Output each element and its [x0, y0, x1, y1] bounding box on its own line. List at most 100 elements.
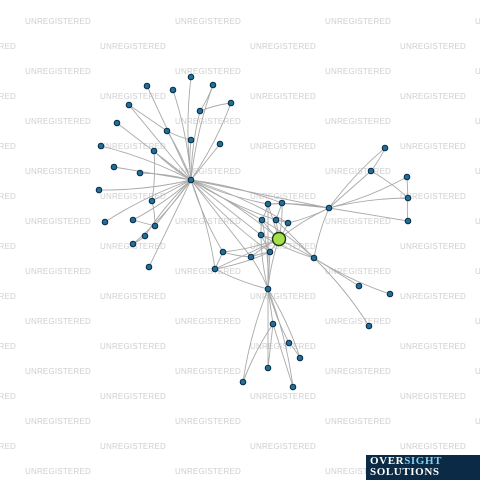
graph-node[interactable] [143, 82, 151, 90]
watermark-text: UNREGISTERED [175, 117, 241, 126]
watermark-text: UNREGISTERED [25, 217, 91, 226]
graph-edge [328, 147, 386, 209]
watermark-text: UNREGISTERED [475, 117, 480, 126]
graph-node[interactable] [148, 197, 156, 205]
graph-node[interactable] [196, 107, 204, 115]
graph-node[interactable] [272, 216, 280, 224]
graph-edge [128, 104, 168, 132]
graph-node[interactable] [247, 253, 255, 261]
graph-node[interactable] [284, 219, 292, 227]
graph-edge [406, 197, 409, 222]
graph-node[interactable] [266, 248, 274, 256]
graph-edge [190, 179, 262, 236]
graph-node[interactable] [365, 322, 373, 330]
graph-node[interactable] [264, 285, 272, 293]
graph-edge [214, 268, 269, 290]
graph-node[interactable] [113, 119, 121, 127]
watermark-text: UNREGISTERED [25, 367, 91, 376]
watermark-text: UNREGISTERED [475, 267, 480, 276]
watermark-text: UNREGISTERED [25, 467, 91, 476]
focus-node[interactable] [271, 231, 287, 247]
graph-node[interactable] [141, 232, 149, 240]
watermark-text: UNREGISTERED [25, 167, 91, 176]
graph-node[interactable] [325, 204, 333, 212]
graph-edge [190, 179, 330, 209]
graph-node[interactable] [216, 140, 224, 148]
graph-node[interactable] [150, 147, 158, 155]
brand-logo: OVERSIGHT SOLUTIONS [366, 455, 480, 480]
graph-node[interactable] [258, 216, 266, 224]
graph-node[interactable] [209, 81, 217, 89]
graph-node[interactable] [163, 127, 171, 135]
watermark-text: UNREGISTERED [100, 342, 166, 351]
graph-edge [144, 179, 192, 237]
graph-node[interactable] [404, 194, 412, 202]
graph-edge [190, 179, 280, 240]
watermark-text: UNREGISTERED [175, 467, 241, 476]
graph-node[interactable] [125, 101, 133, 109]
graph-node[interactable] [95, 186, 103, 194]
graph-node[interactable] [310, 254, 318, 262]
watermark-text: UNREGISTERED [325, 117, 391, 126]
graph-node[interactable] [129, 240, 137, 248]
graph-node[interactable] [403, 173, 411, 181]
graph-node[interactable] [264, 200, 272, 208]
graph-node[interactable] [101, 218, 109, 226]
watermark-text: UNREGISTERED [475, 167, 480, 176]
graph-node[interactable] [381, 144, 389, 152]
watermark-text: UNREGISTERED [175, 317, 241, 326]
graph-node[interactable] [219, 248, 227, 256]
watermark-text: UNREGISTERED [325, 317, 391, 326]
graph-edge [267, 288, 294, 388]
graph-node[interactable] [355, 282, 363, 290]
graph-node[interactable] [97, 142, 105, 150]
watermark-text: UNREGISTERED [250, 392, 316, 401]
watermark-text: UNREGISTERED [175, 167, 241, 176]
graph-edge [148, 179, 192, 268]
graph-edge [151, 150, 156, 202]
graph-node[interactable] [227, 99, 235, 107]
watermark-text: UNREGISTERED [475, 67, 480, 76]
graph-edge [328, 197, 409, 209]
graph-node[interactable] [257, 231, 265, 239]
graph-node[interactable] [289, 383, 297, 391]
graph-node[interactable] [264, 364, 272, 372]
graph-node[interactable] [296, 354, 304, 362]
graph-edge [151, 179, 192, 202]
graph-node[interactable] [187, 136, 195, 144]
watermark-text: UNREGISTERED [250, 442, 316, 451]
graph-node[interactable] [285, 339, 293, 347]
graph-node[interactable] [136, 169, 144, 177]
graph-node[interactable] [110, 163, 118, 171]
graph-node[interactable] [278, 199, 286, 207]
graph-node[interactable] [367, 167, 375, 175]
graph-node[interactable] [145, 263, 153, 271]
watermark-text: UNREGISTERED [325, 367, 391, 376]
graph-node[interactable] [404, 217, 412, 225]
watermark-text: UNREGISTERED [325, 267, 391, 276]
watermark-text: UNREGISTERED [400, 142, 466, 151]
graph-node[interactable] [169, 86, 177, 94]
watermark-text: UNREGISTERED [325, 467, 391, 476]
watermark-text: UNREGISTERED [175, 417, 241, 426]
graph-node[interactable] [211, 265, 219, 273]
graph-node[interactable] [187, 176, 195, 184]
graph-edge [272, 323, 294, 388]
graph-edge [267, 288, 301, 359]
graph-node[interactable] [239, 378, 247, 386]
watermark-text: UNREGISTERED [25, 267, 91, 276]
graph-edge [242, 323, 274, 383]
watermark-text: UNREGISTERED [0, 92, 16, 101]
graph-node[interactable] [129, 216, 137, 224]
watermark-text: UNREGISTERED [100, 142, 166, 151]
watermark-text: UNREGISTERED [400, 342, 466, 351]
graph-node[interactable] [151, 222, 159, 230]
watermark-text: UNREGISTERED [0, 292, 16, 301]
graph-node[interactable] [187, 73, 195, 81]
graph-node[interactable] [269, 320, 277, 328]
logo-word-sight: SIGHT [404, 455, 443, 467]
graph-node[interactable] [386, 290, 394, 298]
watermark-text: UNREGISTERED [100, 42, 166, 51]
graph-edge [139, 172, 192, 181]
